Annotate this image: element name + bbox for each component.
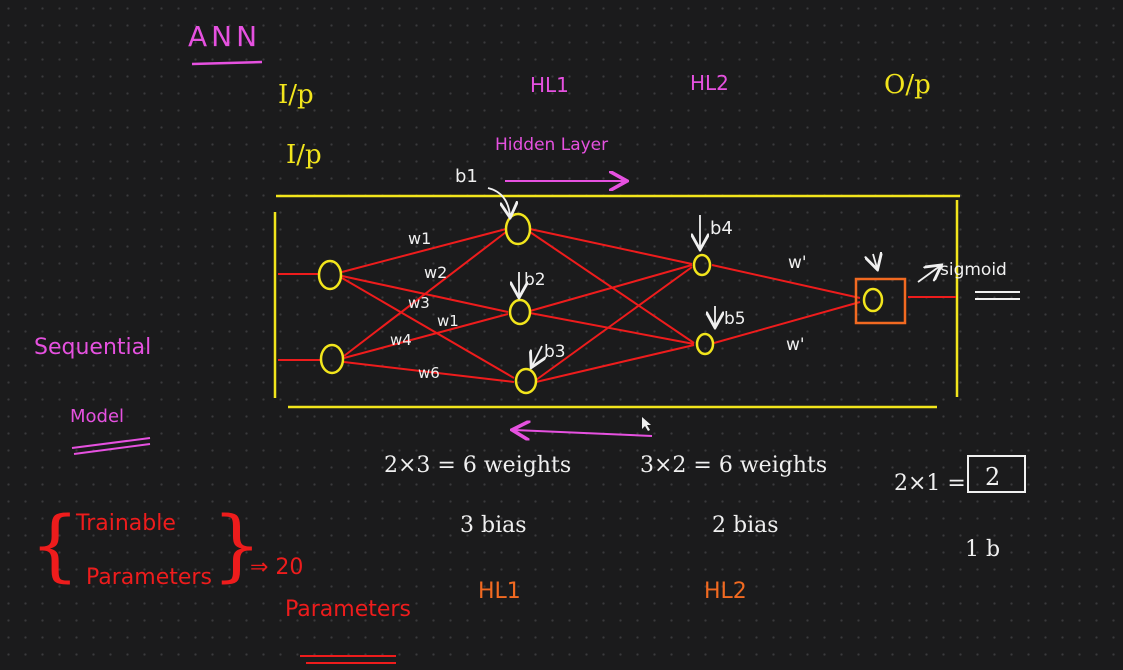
input-label-1: I/p bbox=[278, 80, 314, 110]
hidden1-neuron-2 bbox=[508, 298, 532, 326]
output-bias: 1 b bbox=[965, 537, 1000, 562]
bias-arrow-b3 bbox=[532, 345, 542, 366]
total-params: ⇒ 20 bbox=[250, 555, 303, 580]
bias-label-b2: b2 bbox=[524, 270, 546, 290]
weight-label-w3: w3 bbox=[408, 294, 430, 312]
model-underline-2 bbox=[73, 443, 151, 455]
weight-label-w1: w1 bbox=[408, 229, 431, 248]
hl2-bias: 2 bias bbox=[712, 513, 779, 538]
output-box bbox=[854, 277, 907, 325]
output-weight-label-2: w' bbox=[786, 335, 805, 355]
hl2-weights: 3×2 = 6 weights bbox=[640, 453, 827, 478]
weight-label-w6: w6 bbox=[418, 364, 440, 382]
hl1-tag: HL1 bbox=[478, 579, 521, 604]
bias-label-b5: b5 bbox=[724, 309, 746, 329]
cursor-icon bbox=[642, 417, 651, 431]
network-connections bbox=[278, 228, 956, 383]
hidden-layer-label: Hidden Layer bbox=[495, 135, 608, 155]
title-underline bbox=[191, 60, 263, 66]
input-label-2: I/p bbox=[286, 140, 322, 170]
sequential-label: Sequential bbox=[34, 335, 151, 360]
output-weights-box bbox=[967, 455, 1026, 493]
model-underline-1 bbox=[71, 437, 151, 449]
left-brace: { bbox=[30, 501, 80, 591]
bias-arrow-b1 bbox=[487, 187, 510, 216]
right-brace: } bbox=[212, 501, 262, 591]
weight-label-w4: w4 bbox=[390, 331, 412, 349]
weight-label-w1b: w1 bbox=[437, 312, 459, 330]
hl1-bias: 3 bias bbox=[460, 513, 527, 538]
output-weight-label-1: w' bbox=[788, 253, 807, 273]
hidden1-neuron-1 bbox=[504, 212, 532, 246]
backward-arrow bbox=[514, 430, 653, 436]
hl1-weights: 2×3 = 6 weights bbox=[384, 453, 571, 478]
hidden1-neuron-3 bbox=[514, 367, 538, 395]
hidden1-label: HL1 bbox=[530, 73, 569, 97]
output-weights: 2×1 = bbox=[894, 471, 966, 496]
bias-label-b1: b1 bbox=[455, 166, 478, 187]
sigmoid-label: sigmoid bbox=[940, 260, 1007, 280]
output-neuron bbox=[862, 287, 884, 313]
network-frame bbox=[273, 194, 960, 409]
parameters-label: Parameters bbox=[285, 597, 411, 622]
bias-label-b3: b3 bbox=[544, 342, 566, 362]
input-neuron-1 bbox=[317, 259, 343, 291]
parameters-brace-label: Parameters bbox=[86, 565, 212, 590]
title: ANN bbox=[188, 20, 261, 53]
output-label: O/p bbox=[884, 70, 931, 100]
trainable-label: Trainable bbox=[75, 511, 176, 536]
hl2-tag: HL2 bbox=[704, 579, 747, 604]
sigmoid-arrow bbox=[917, 266, 940, 283]
bias-label-b4: b4 bbox=[710, 218, 733, 239]
hidden2-label: HL2 bbox=[690, 71, 729, 95]
model-label: Model bbox=[70, 406, 124, 427]
weight-label-w2: w2 bbox=[424, 263, 447, 282]
neurons bbox=[317, 212, 884, 395]
hidden2-neuron-2 bbox=[695, 332, 715, 356]
input-neuron-2 bbox=[319, 343, 345, 375]
output-input-arrow bbox=[873, 254, 877, 268]
output-weights-value: 2 bbox=[985, 463, 1000, 491]
hidden2-neuron-1 bbox=[692, 253, 712, 277]
